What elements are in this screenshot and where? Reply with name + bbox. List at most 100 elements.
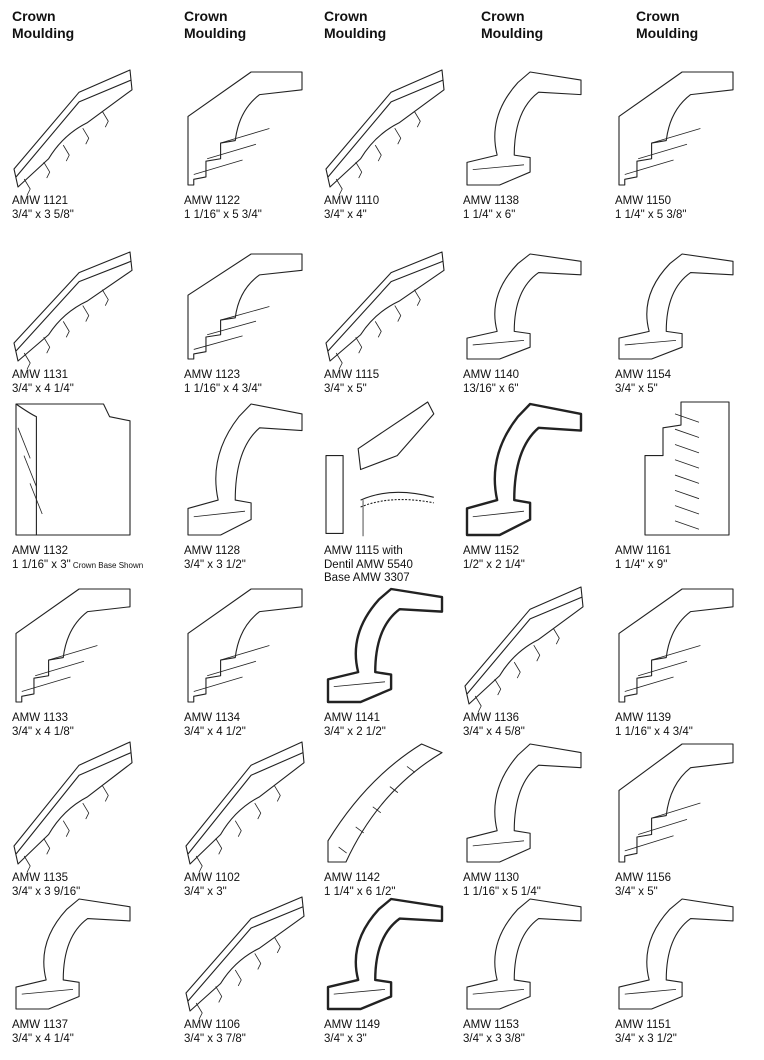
moulding-code: AMW 1149 xyxy=(324,1019,381,1031)
moulding-size: 3/4" x 3" xyxy=(324,1032,367,1045)
column-header-4: Crown Moulding xyxy=(481,8,544,41)
moulding-caption: AMW 1115 with Dentil AMW 5540 Base AMW 3… xyxy=(324,545,474,586)
moulding-code: AMW 1161 xyxy=(615,545,672,557)
moulding-size: 3/4" x 4 1/2" xyxy=(184,725,246,738)
moulding-code: AMW 1115 with Dentil AMW 5540 Base AMW 3… xyxy=(324,545,413,584)
moulding-profile-drawing xyxy=(187,588,303,703)
moulding-profile-drawing xyxy=(185,896,305,1020)
moulding-code: AMW 1115 xyxy=(324,369,380,381)
moulding-profile-drawing xyxy=(15,898,131,1010)
moulding-code: AMW 1121 xyxy=(12,195,69,207)
moulding-size: 3/4" x 2 1/2" xyxy=(324,725,386,738)
moulding-profile-drawing xyxy=(618,743,734,863)
moulding-size: 1 1/16" x 3" Crown Base Shown xyxy=(12,558,144,571)
moulding-code: AMW 1142 xyxy=(324,872,381,884)
moulding-size: 1 1/4" x 9" xyxy=(615,558,668,571)
moulding-profile-drawing xyxy=(13,741,133,873)
moulding-profile-drawing xyxy=(465,402,583,537)
moulding-code: AMW 1106 xyxy=(184,1019,241,1031)
moulding-code: AMW 1131 xyxy=(12,369,69,381)
moulding-size: 3/4" x 3 9/16" xyxy=(12,885,81,898)
moulding-code: AMW 1135 xyxy=(12,872,69,884)
column-header-5: Crown Moulding xyxy=(636,8,699,41)
moulding-profile-drawing xyxy=(325,251,445,370)
moulding-profile-drawing xyxy=(15,588,131,703)
moulding-code: AMW 1133 xyxy=(12,712,69,724)
moulding-profile-drawing xyxy=(13,251,133,370)
moulding-code: AMW 1154 xyxy=(615,369,672,381)
moulding-size: 3/4" x 5" xyxy=(324,382,367,395)
moulding-profile-drawing xyxy=(326,587,444,704)
moulding-size: 1 1/4" x 6" xyxy=(463,208,516,221)
moulding-profile-drawing xyxy=(466,253,582,360)
moulding-code: AMW 1141 xyxy=(324,712,381,724)
moulding-code: AMW 1137 xyxy=(12,1019,69,1031)
moulding-code: AMW 1156 xyxy=(615,872,672,884)
moulding-size: 13/16" x 6" xyxy=(463,382,519,395)
column-header-1: Crown Moulding xyxy=(12,8,75,41)
moulding-profile-drawing xyxy=(326,897,444,1011)
moulding-item: AMW 1115 with Dentil AMW 5540 Base AMW 3… xyxy=(324,400,446,584)
moulding-size: 1 1/16" x 5 3/4" xyxy=(184,208,262,221)
moulding-profile-drawing xyxy=(466,743,582,863)
moulding-size: 1 1/4" x 5 3/8" xyxy=(615,208,687,221)
moulding-size: 1 1/16" x 4 3/4" xyxy=(184,382,262,395)
moulding-profile-drawing xyxy=(618,588,734,703)
moulding-note: Crown Base Shown xyxy=(70,560,144,570)
moulding-size: 1 1/16" x 5 1/4" xyxy=(463,885,541,898)
moulding-code: AMW 1128 xyxy=(184,545,241,557)
moulding-profile-drawing xyxy=(464,586,584,713)
moulding-profile-drawing xyxy=(325,401,435,537)
moulding-size: 3/4" x 4 1/4" xyxy=(12,1032,74,1045)
moulding-size: 3/4" x 5" xyxy=(615,382,658,395)
moulding-code: AMW 1102 xyxy=(184,872,241,884)
moulding-profile-drawing xyxy=(466,898,582,1010)
moulding-size: 1 1/16" x 4 3/4" xyxy=(615,725,693,738)
moulding-profile-drawing xyxy=(13,69,133,196)
moulding-profile-drawing xyxy=(187,71,303,186)
moulding-code: AMW 1110 xyxy=(324,195,380,207)
moulding-code: AMW 1132 xyxy=(12,545,69,557)
